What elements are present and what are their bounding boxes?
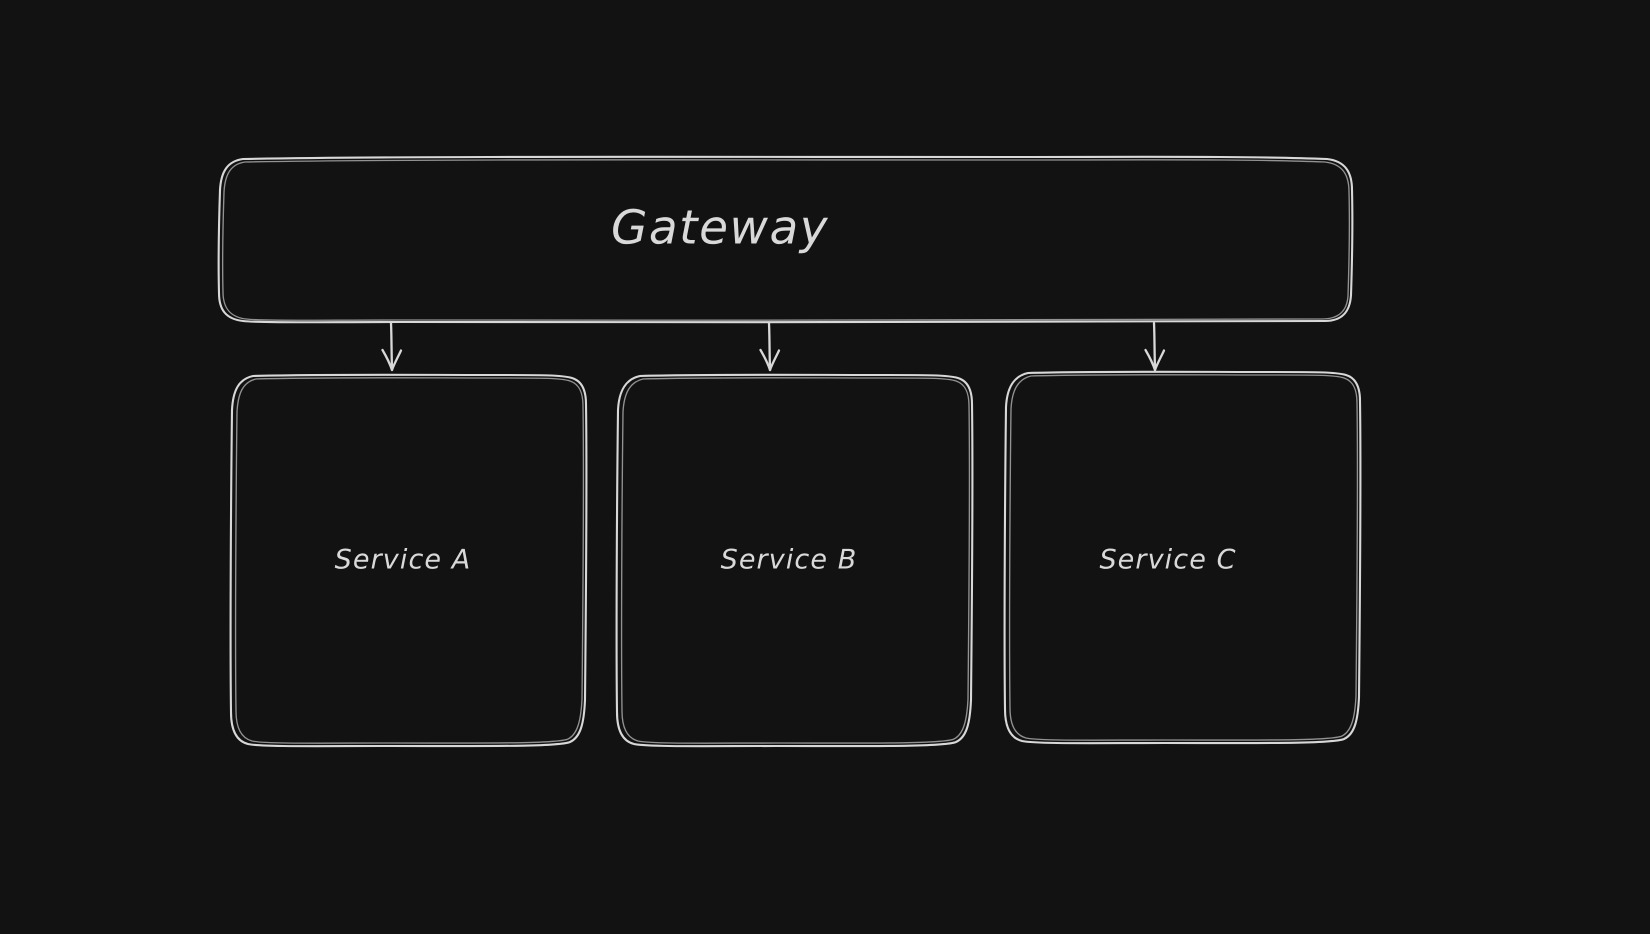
node-service-a[interactable] (229, 373, 588, 748)
service-a-box-outline-pass1 (229, 373, 588, 748)
arrow-gateway-to-service-a (381, 321, 403, 372)
arrow-gateway-to-service-b (759, 321, 781, 372)
node-service-c[interactable] (1003, 370, 1362, 745)
node-gateway[interactable] (217, 155, 1354, 324)
gateway-box-outline-pass1 (217, 155, 1354, 324)
service-a-box-outline-pass2 (234, 377, 585, 744)
arrow-gateway-to-service-c (1144, 321, 1166, 372)
service-b-box-outline-pass2 (620, 377, 971, 744)
node-service-b[interactable] (615, 373, 974, 748)
service-b-box-outline-pass1 (615, 373, 974, 748)
service-c-box-outline-pass1 (1003, 370, 1362, 745)
service-c-box-outline-pass2 (1008, 374, 1359, 741)
gateway-box-outline-pass2 (221, 159, 1351, 321)
